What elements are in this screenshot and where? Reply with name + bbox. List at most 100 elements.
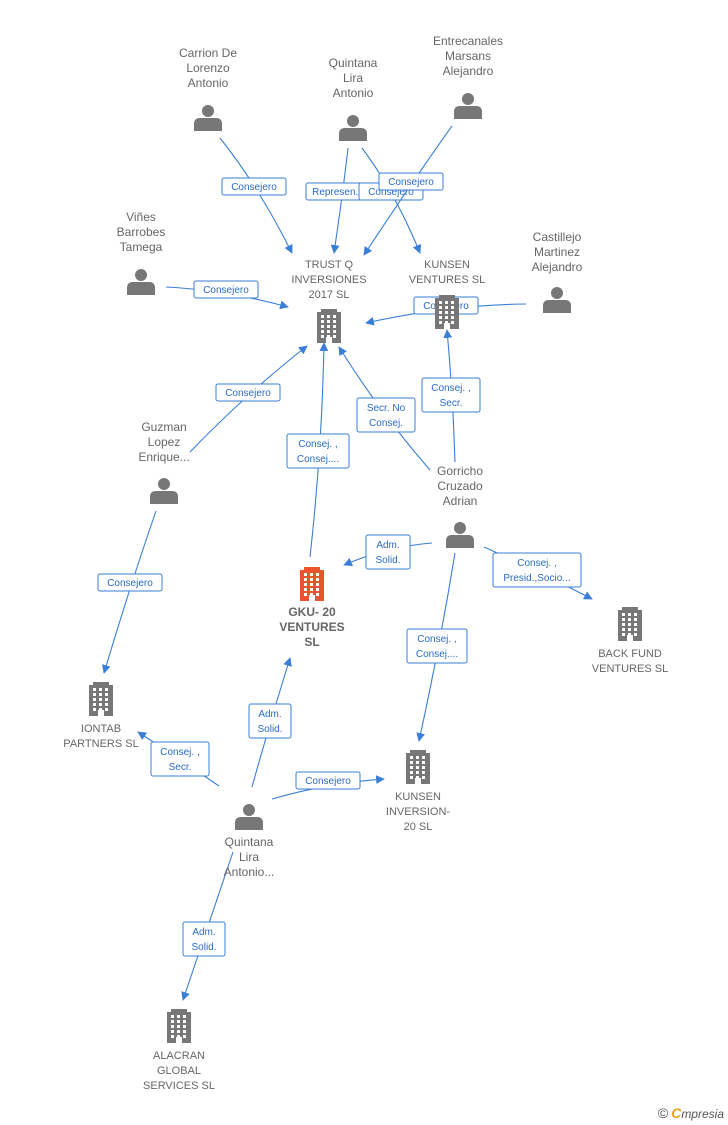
empresia-watermark[interactable]: ©Cmpresia (658, 1105, 724, 1121)
edge-guzman-iontab: Consejero (97, 510, 163, 674)
edge-label[interactable]: Consej. ,Secr. (421, 377, 481, 413)
edge-label[interactable]: Consej. ,Secr. (150, 741, 210, 777)
edge-label-box[interactable] (248, 703, 292, 739)
node-label: Barrobes (117, 225, 166, 239)
node-quintana2[interactable]: QuintanaLiraAntonio... (224, 804, 275, 879)
edge-label-text: Consej.... (297, 454, 339, 465)
node-guzman[interactable]: GuzmanLopezEnrique... (138, 420, 190, 504)
edge-label-text: Consej. , (298, 439, 337, 450)
edge-label-text: Adm. (258, 709, 281, 720)
edge-label-text: Consej. , (160, 747, 199, 758)
edge-label-box[interactable] (406, 628, 468, 664)
building-icon (406, 750, 430, 784)
edge-label[interactable]: Consejero (215, 383, 281, 402)
node-label: KUNSEN (395, 791, 441, 803)
edge-label-box[interactable] (365, 534, 411, 570)
edge-gorricho-gku: Adm.Solid. (343, 534, 433, 570)
node-label: Alejandro (443, 64, 494, 78)
node-label: VENTURES SL (592, 663, 668, 675)
node-label: Entrecanales (433, 34, 503, 48)
edge-quintana1-kunsen_v: Consejero (358, 147, 424, 254)
edge-label-text: Consej. , (517, 558, 556, 569)
edge-label-box[interactable] (221, 177, 287, 196)
person-icon (339, 115, 367, 141)
edge-guzman-trustq: Consejero (189, 345, 308, 453)
node-label: TRUST Q (305, 259, 354, 271)
person-icon (454, 93, 482, 119)
edge-label-box[interactable] (492, 552, 582, 588)
node-label: Lorenzo (186, 61, 230, 75)
edge-label[interactable]: Consejero (295, 771, 361, 790)
node-label: ALACRAN (153, 1050, 205, 1062)
edge-label[interactable]: Consejero (97, 573, 163, 592)
edge-label[interactable]: Consejero (221, 177, 287, 196)
edge-label[interactable]: Consejero (378, 172, 444, 191)
nodes-layer: Carrion DeLorenzoAntonioQuintanaLiraAnto… (63, 34, 668, 1092)
edge-entrecanales-trustq: Consejero (363, 125, 453, 256)
node-label: IONTAB (81, 723, 121, 735)
node-label: Antonio... (224, 865, 275, 879)
edge-label[interactable]: Adm.Solid. (182, 921, 226, 957)
edge-label-text: Consejero (305, 776, 351, 787)
edge-label[interactable]: Adm.Solid. (365, 534, 411, 570)
edge-label[interactable]: Adm.Solid. (248, 703, 292, 739)
node-label: BACK FUND (598, 648, 662, 660)
node-label: SL (304, 635, 319, 649)
node-label: Quintana (329, 56, 378, 70)
edge-label-box[interactable] (215, 383, 281, 402)
building-icon (618, 607, 642, 641)
edge-label-box[interactable] (356, 397, 416, 433)
node-label: GKU- 20 (288, 605, 336, 619)
edge-label-text: Consej. (369, 418, 403, 429)
edge-label-box[interactable] (286, 433, 350, 469)
edge-label-box[interactable] (421, 377, 481, 413)
edge-label-box[interactable] (378, 172, 444, 191)
node-backfund[interactable]: BACK FUND VENTURES SL (592, 607, 668, 675)
node-label: Antonio (333, 86, 374, 100)
edge-label-text: Secr. No (367, 403, 406, 414)
edge-label-box[interactable] (182, 921, 226, 957)
node-label: Cruzado (437, 479, 483, 493)
node-label: Antonio (188, 76, 229, 90)
edge-label-text: Adm. (192, 927, 215, 938)
building-icon (317, 309, 341, 343)
edge-label-text: Consej.... (416, 649, 458, 660)
person-icon (150, 478, 178, 504)
person-icon (446, 522, 474, 548)
edge-label-box[interactable] (97, 573, 163, 592)
edge-label-box[interactable] (295, 771, 361, 790)
edge-gorricho-kunsen_v: Consej. ,Secr. (421, 329, 481, 463)
edge-label[interactable]: Consej. ,Presid.,Socio... (492, 552, 582, 588)
node-label: Tamega (120, 240, 163, 254)
edge-label[interactable]: Consej. , Consej.... (286, 433, 350, 469)
edge-vines-trustq: Consejero (165, 280, 289, 310)
edge-label-box[interactable] (193, 280, 259, 299)
edge-quintana1-trustq: Represen... (305, 147, 371, 254)
node-label: INVERSIONES (291, 274, 366, 286)
edge-label-text: Consej. , (431, 383, 470, 394)
edge-gorricho-trustq: Secr. No Consej. (338, 346, 431, 471)
edge-label[interactable]: Consej. ,Consej.... (406, 628, 468, 664)
edge-label[interactable]: Consejero (193, 280, 259, 299)
node-label: Marsans (445, 49, 491, 63)
edge-label-box[interactable] (150, 741, 210, 777)
building-icon (167, 1009, 191, 1043)
node-label: 20 SL (404, 821, 433, 833)
edge-label[interactable]: Secr. No Consej. (356, 397, 416, 433)
building-icon (89, 682, 113, 716)
node-label: Viñes (126, 210, 156, 224)
